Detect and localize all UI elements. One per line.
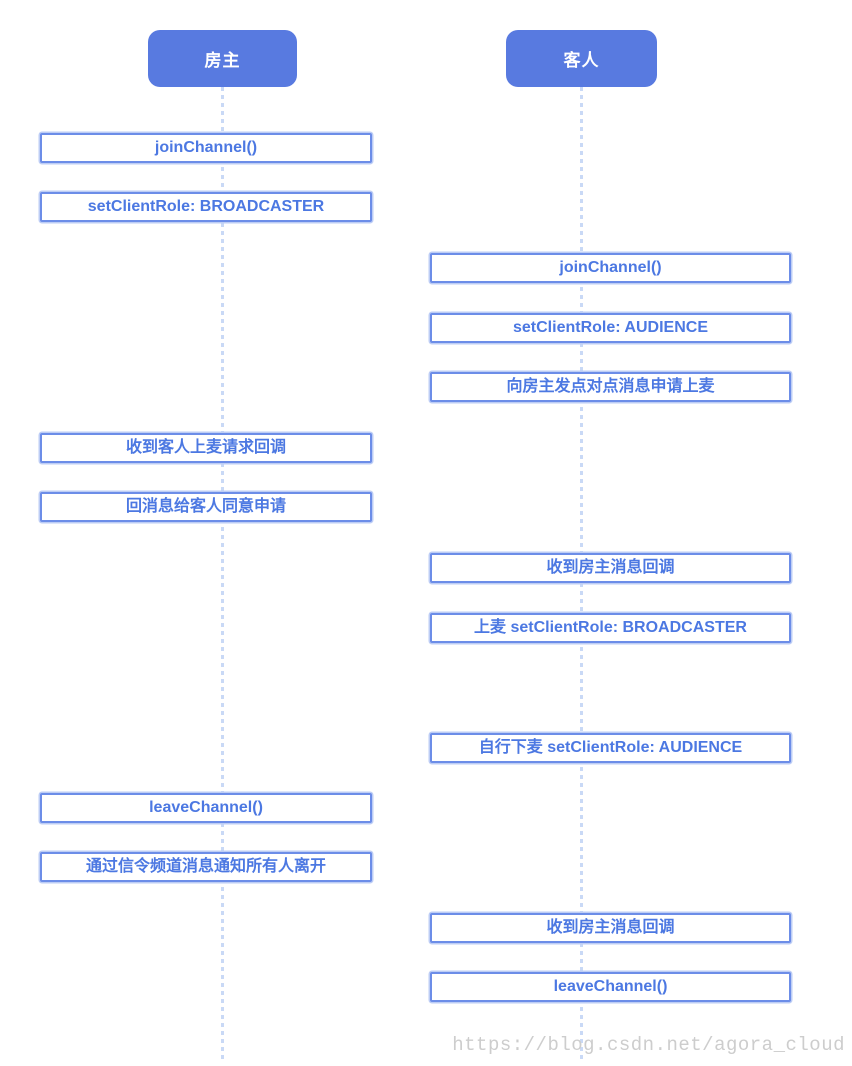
message-box-guest-send-request: 向房主发点对点消息申请上麦 — [430, 372, 791, 402]
message-box-guest-receive-callback-2: 收到房主消息回调 — [430, 913, 791, 943]
actor-guest: 客人 — [506, 30, 657, 87]
message-box-guest-setrole-audience: setClientRole: AUDIENCE — [430, 313, 791, 343]
message-box-guest-joinchannel: joinChannel() — [430, 253, 791, 283]
message-box-host-setrole-broadcaster: setClientRole: BROADCASTER — [40, 192, 372, 222]
message-box-host-leavechannel: leaveChannel() — [40, 793, 372, 823]
message-box-host-reply-approve: 回消息给客人同意申请 — [40, 492, 372, 522]
message-box-guest-offmic-audience: 自行下麦 setClientRole: AUDIENCE — [430, 733, 791, 763]
message-box-guest-onmic-broadcaster: 上麦 setClientRole: BROADCASTER — [430, 613, 791, 643]
message-box-guest-receive-callback-1: 收到房主消息回调 — [430, 553, 791, 583]
message-box-host-joinchannel: joinChannel() — [40, 133, 372, 163]
actor-host: 房主 — [148, 30, 297, 87]
message-box-host-receive-request: 收到客人上麦请求回调 — [40, 433, 372, 463]
host-lifeline — [221, 87, 224, 1061]
message-box-host-notify-all-leave: 通过信令频道消息通知所有人离开 — [40, 852, 372, 882]
watermark-url: https://blog.csdn.net/agora_cloud — [452, 1034, 845, 1056]
message-box-guest-leavechannel: leaveChannel() — [430, 972, 791, 1002]
